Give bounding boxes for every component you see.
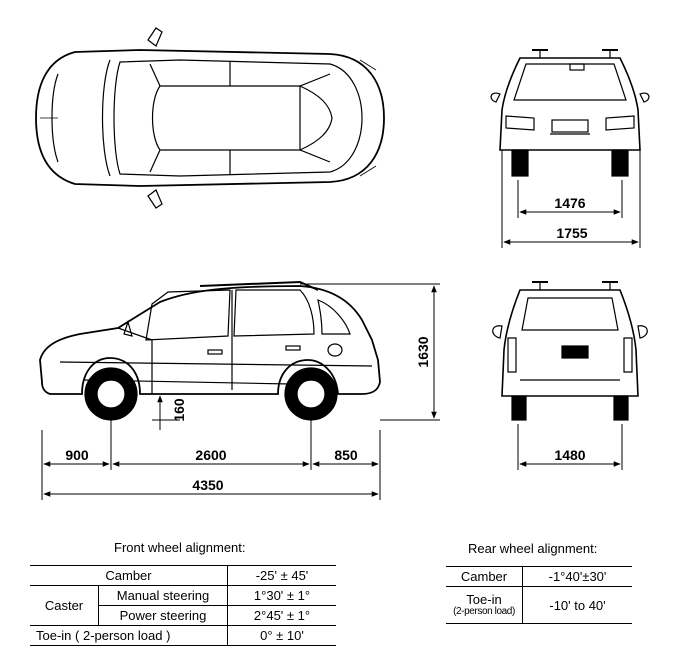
toe-in-label: Toe-in ( 2-person load ) [30, 625, 228, 646]
rear-toe-in-label: Toe-in (2-person load) [446, 586, 523, 624]
table-row: Toe-in ( 2-person load ) 0° ± 10' [30, 625, 336, 646]
table-row: Caster Manual steering 1°30' ± 1° [30, 585, 336, 626]
dim-wheelbase: 2600 [195, 447, 226, 463]
dim-overall-length: 4350 [192, 477, 223, 493]
manual-steering-value: 1°30' ± 1° [227, 585, 336, 606]
camber-label: Camber [30, 565, 228, 586]
vehicle-dimension-drawing: 1476 1755 1630 160 900 2600 850 4350 148… [35, 27, 650, 500]
dim-front-overhang: 900 [65, 447, 89, 463]
rear-toe-in-sub: (2-person load) [453, 606, 515, 617]
car-front-view [490, 49, 650, 177]
dim-rear-overhang: 850 [334, 447, 358, 463]
rear-toe-in-value: -10' to 40' [522, 586, 632, 624]
rear-camber-label: Camber [446, 566, 523, 587]
dim-rear-track: 1480 [554, 447, 585, 463]
car-side-view [39, 280, 381, 421]
dim-ground-clearance: 160 [171, 398, 187, 422]
table-row: Camber -1°40'±30' [446, 566, 632, 587]
rear-alignment-title: Rear wheel alignment: [468, 541, 598, 556]
dim-overall-height: 1630 [415, 336, 431, 367]
car-top-view [35, 27, 385, 209]
table-row: Camber -25' ± 45' [30, 565, 336, 586]
camber-value: -25' ± 45' [227, 565, 336, 586]
manual-steering-label: Manual steering [98, 585, 228, 606]
power-steering-value: 2°45' ± 1° [227, 605, 336, 626]
table-row: Toe-in (2-person load) -10' to 40' [446, 586, 632, 624]
car-rear-view [492, 281, 648, 421]
caster-label: Caster [30, 585, 99, 626]
toe-in-value: 0° ± 10' [227, 625, 336, 646]
front-alignment-title: Front wheel alignment: [114, 540, 246, 555]
power-steering-label: Power steering [98, 605, 228, 626]
front-alignment-table: Camber -25' ± 45' Caster Manual steering… [30, 565, 336, 646]
rear-toe-in-text: Toe-in [466, 592, 502, 607]
dim-overall-width: 1755 [556, 225, 587, 241]
rear-camber-value: -1°40'±30' [522, 566, 632, 587]
dim-front-track: 1476 [554, 195, 585, 211]
rear-alignment-table: Camber -1°40'±30' Toe-in (2-person load)… [446, 566, 632, 624]
